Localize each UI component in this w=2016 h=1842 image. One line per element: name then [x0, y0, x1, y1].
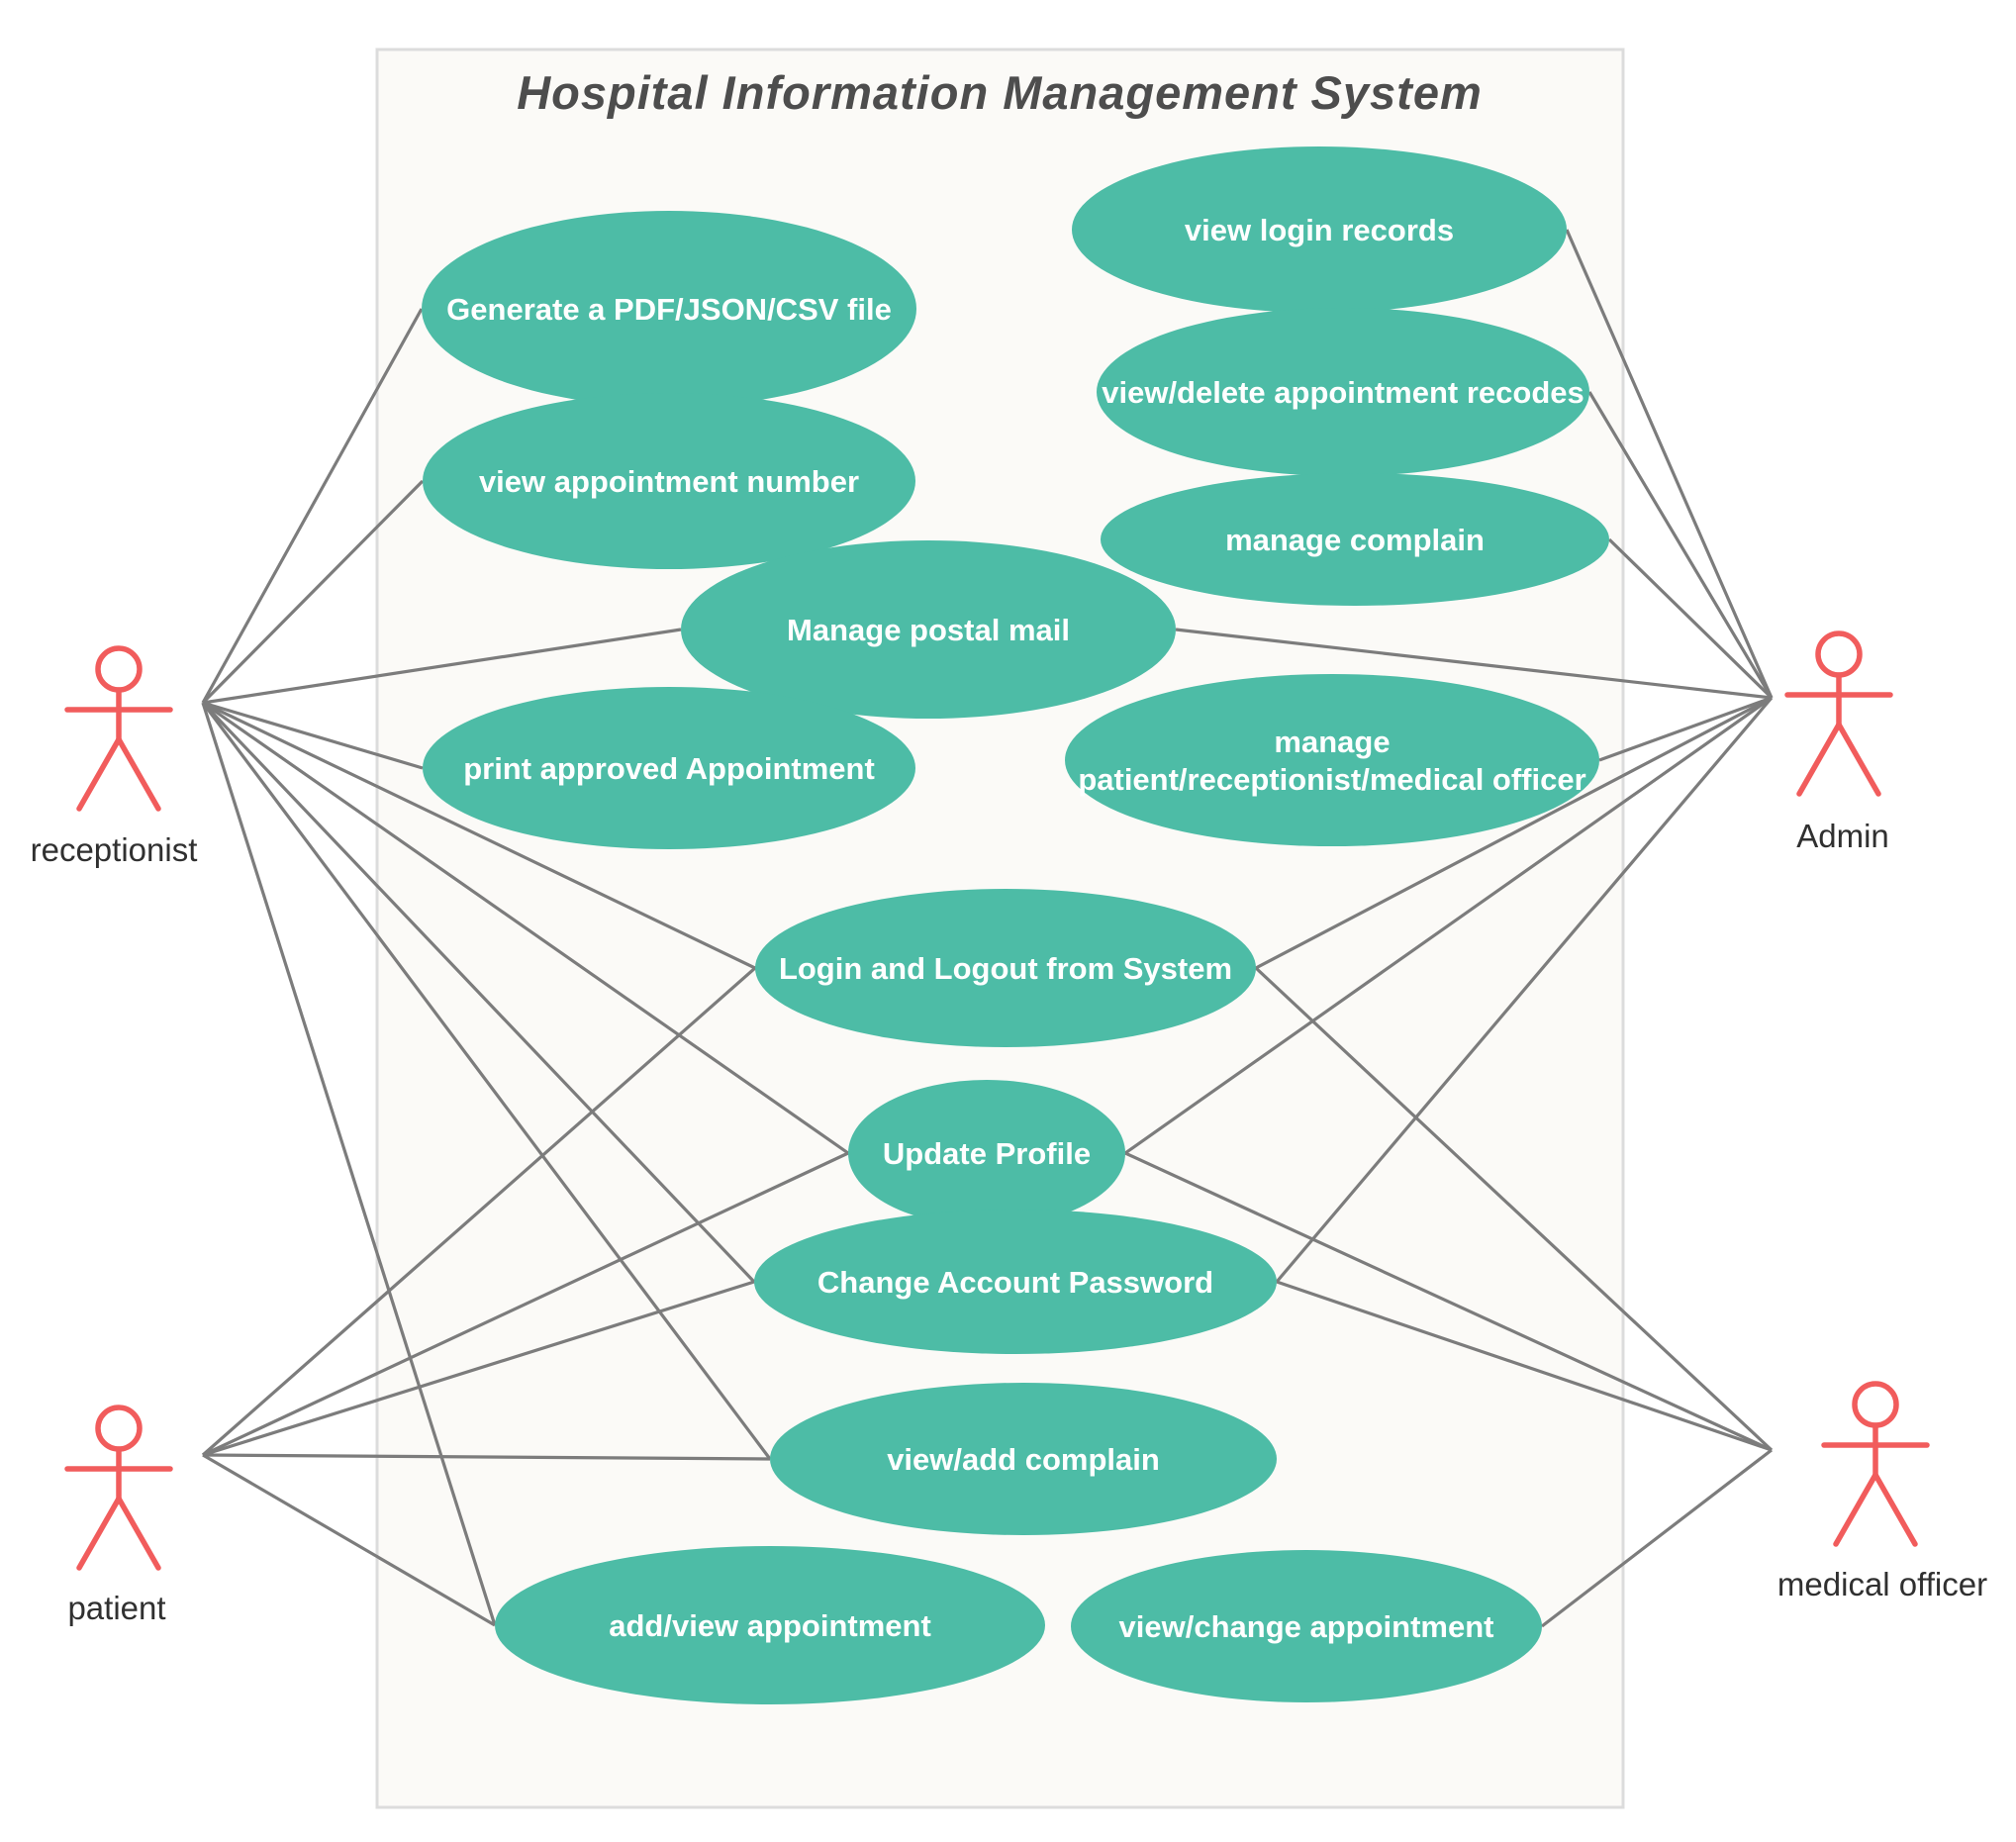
usecase-ellipse: [1072, 146, 1567, 313]
actor-patient: patient: [64, 1405, 173, 1626]
actor-left-leg: [1833, 1472, 1878, 1547]
connector-admin--manage-complain: [1607, 537, 1774, 700]
connector-receptionist--view-add-complain: [201, 702, 772, 1460]
usecase-ellipse: [755, 889, 1256, 1047]
usecase-label: Login and Logout from System: [779, 951, 1232, 986]
usecase-manage-postal-mail: Manage postal mail: [681, 540, 1176, 719]
connector-admin--view-login-records: [1565, 229, 1774, 699]
actor-left-leg: [76, 736, 122, 812]
usecase-login-and-logout: Login and Logout from System: [755, 889, 1256, 1047]
connector-admin--manage-postal-mail: [1175, 628, 1773, 700]
connector-medical-officer--login-and-logout: [1254, 966, 1774, 1452]
usecase-add-view-appointment: add/view appointment: [495, 1546, 1045, 1704]
usecase-label: Change Account Password: [817, 1265, 1213, 1300]
actor-label: medical officer: [1777, 1566, 1987, 1602]
actor-label: Admin: [1796, 818, 1889, 854]
connector-patient--update-profile: [202, 1151, 849, 1457]
actor-head-icon: [1815, 630, 1863, 678]
actor-left-leg: [76, 1496, 122, 1571]
actor-right-leg: [1836, 722, 1881, 797]
connector-admin--view-delete-appointment-recodes: [1587, 391, 1774, 699]
connector-receptionist--print-approved-appointment: [202, 701, 424, 770]
usecase-ellipse: [1097, 308, 1589, 476]
connector-admin--manage-patient-receptionist-medical-officer: [1598, 696, 1773, 762]
actor-admin: Admin: [1784, 630, 1893, 854]
actor-right-leg: [1872, 1472, 1918, 1547]
usecase-label: view appointment number: [479, 464, 859, 499]
actor-label: receptionist: [31, 831, 198, 868]
connector-patient--add-view-appointment: [202, 1453, 496, 1627]
usecase-label: view login records: [1185, 213, 1454, 247]
usecase-label: Update Profile: [883, 1136, 1091, 1171]
connector-admin--update-profile: [1124, 696, 1773, 1155]
usecase-update-profile: Update Profile: [848, 1080, 1125, 1226]
connector-receptionist--view-appointment-number: [201, 479, 425, 705]
actor-head-icon: [95, 645, 143, 693]
usecase-ellipse: [423, 687, 915, 849]
connector-receptionist--update-profile: [202, 701, 849, 1155]
usecase-label: Manage postal mail: [787, 613, 1070, 647]
usecase-view-delete-appointment-recodes: view/delete appointment recodes: [1097, 308, 1589, 476]
connector-admin--login-and-logout: [1255, 696, 1773, 970]
usecase-view-appointment-number: view appointment number: [423, 393, 915, 569]
usecase-change-account-password: Change Account Password: [754, 1210, 1277, 1354]
actor-left-leg: [1796, 722, 1842, 797]
connector-medical-officer--update-profile: [1124, 1151, 1773, 1452]
connector-receptionist--manage-postal-mail: [202, 628, 682, 705]
usecase-label: manage complain: [1225, 523, 1485, 557]
usecase-manage-complain: manage complain: [1101, 473, 1609, 606]
connector-patient--login-and-logout: [201, 966, 757, 1457]
usecase-view-login-records: view login records: [1072, 146, 1567, 313]
usecase-ellipse: [423, 393, 915, 569]
usecase-ellipse: [770, 1383, 1277, 1535]
actor-right-leg: [116, 736, 161, 812]
connector-receptionist--change-account-password: [201, 701, 756, 1284]
connector-patient--view-add-complain: [202, 1453, 771, 1461]
actor-medical-officer: medical officer: [1777, 1381, 1987, 1602]
actor-right-leg: [116, 1496, 161, 1571]
actor-head-icon: [95, 1405, 143, 1452]
usecase-ellipse: [495, 1546, 1045, 1704]
usecase-print-approved-appointment: print approved Appointment: [423, 687, 915, 849]
usecase-label: print approved Appointment: [463, 751, 875, 786]
usecase-view-change-appointment: view/change appointment: [1071, 1550, 1542, 1702]
usecase-ellipse: [848, 1080, 1125, 1226]
diagram-title: Hospital Information Management System: [517, 66, 1483, 119]
connector-medical-officer--change-account-password: [1276, 1280, 1773, 1452]
usecase-ellipse: [681, 540, 1176, 719]
usecase-ellipse: [754, 1210, 1277, 1354]
connector-admin--change-account-password: [1275, 696, 1774, 1284]
usecase-label: view/delete appointment recodes: [1102, 375, 1584, 410]
usecase-label: add/view appointment: [609, 1608, 931, 1643]
usecase-label: Generate a PDF/JSON/CSV file: [446, 292, 892, 327]
usecase-ellipse: [1071, 1550, 1542, 1702]
usecase-ellipse: [422, 211, 916, 407]
usecase-generate-file: Generate a PDF/JSON/CSV file: [422, 211, 916, 407]
usecase-ellipse: [1101, 473, 1609, 606]
actor-head-icon: [1852, 1381, 1899, 1428]
actor-receptionist: receptionist: [31, 645, 198, 868]
usecase-ellipse: [1065, 674, 1599, 846]
connector-receptionist--login-and-logout: [202, 701, 756, 970]
usecase-label: view/add complain: [887, 1442, 1160, 1477]
usecase-view-add-complain: view/add complain: [770, 1383, 1277, 1535]
connector-medical-officer--view-change-appointment: [1541, 1448, 1773, 1628]
usecase-label: view/change appointment: [1119, 1609, 1494, 1644]
connector-receptionist--generate-file: [201, 308, 424, 704]
actor-label: patient: [67, 1590, 165, 1626]
connector-patient--change-account-password: [202, 1280, 755, 1457]
connector-receptionist--add-view-appointment: [201, 702, 497, 1626]
